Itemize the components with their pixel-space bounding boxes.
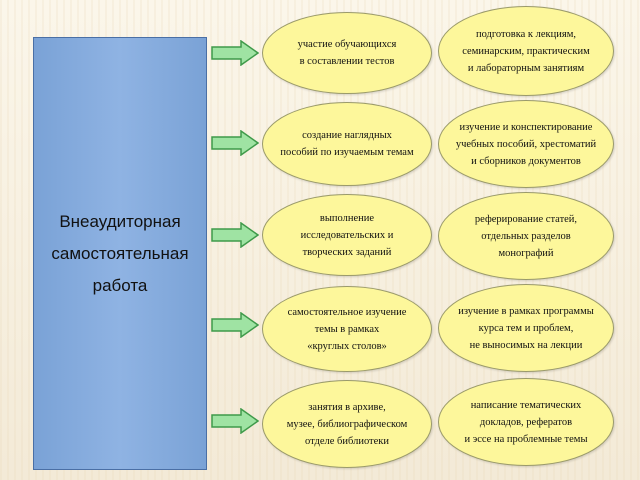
main-category-label: Внеаудиторная самостоятельная работа — [51, 211, 189, 295]
arrow-right-icon — [211, 222, 259, 248]
activity-oval-right-3: реферирование статей, отдельных разделов… — [438, 192, 614, 280]
activity-oval-right-2: изучение и конспектирование учебных посо… — [438, 100, 614, 188]
activity-oval-right-1: подготовка к лекциям, семинарским, практ… — [438, 6, 614, 96]
activity-text: занятия в архиве, музее, библиографическ… — [286, 401, 408, 447]
activity-text: самостоятельное изучение темы в рамках «… — [287, 306, 407, 352]
main-category-box: Внеаудиторная самостоятельная работа — [33, 37, 207, 470]
activity-text: реферирование статей, отдельных разделов… — [474, 213, 578, 259]
activity-oval-left-1: участие обучающихся в составлении тестов — [262, 12, 432, 94]
activity-oval-left-4: самостоятельное изучение темы в рамках «… — [262, 286, 432, 372]
arrow-right-icon — [211, 130, 259, 156]
activity-oval-left-3: выполнение исследовательских и творчески… — [262, 194, 432, 276]
activity-text: изучение в рамках программы курса тем и … — [458, 305, 594, 351]
activity-oval-right-4: изучение в рамках программы курса тем и … — [438, 284, 614, 372]
activity-text: написание тематических докладов, реферат… — [464, 399, 588, 445]
activity-text: подготовка к лекциям, семинарским, практ… — [462, 28, 590, 74]
activity-oval-right-5: написание тематических докладов, реферат… — [438, 378, 614, 466]
arrow-right-icon — [211, 408, 259, 434]
activity-text: выполнение исследовательских и творчески… — [300, 212, 394, 258]
arrow-right-icon — [211, 312, 259, 338]
activity-oval-left-5: занятия в архиве, музее, библиографическ… — [262, 380, 432, 468]
activity-text: участие обучающихся в составлении тестов — [297, 39, 397, 67]
activity-text: изучение и конспектирование учебных посо… — [455, 121, 597, 167]
arrow-right-icon — [211, 40, 259, 66]
activity-text: создание наглядных пособий по изучаемым … — [280, 130, 414, 158]
activity-oval-left-2: создание наглядных пособий по изучаемым … — [262, 102, 432, 186]
